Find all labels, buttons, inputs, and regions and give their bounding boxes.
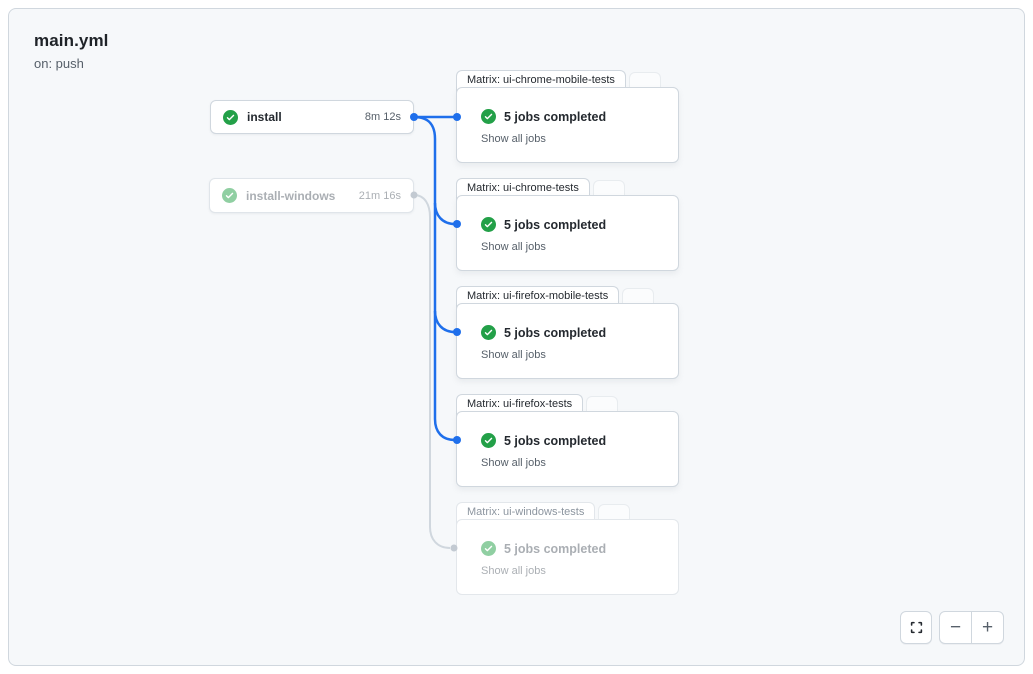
matrix-card-body: 5 jobs completed Show all jobs: [456, 195, 679, 271]
matrix-tab-row: Matrix: ui-chrome-tests: [456, 178, 679, 200]
check-circle-icon: [481, 217, 496, 232]
matrix-tab-row: Matrix: ui-firefox-tests: [456, 394, 679, 416]
matrix-group-ui-chrome-tests[interactable]: Matrix: ui-chrome-tests 5 jobs completed…: [456, 178, 679, 271]
matrix-stack-ghost: [628, 72, 661, 90]
matrix-tab-row: Matrix: ui-firefox-mobile-tests: [456, 286, 679, 308]
matrix-tab-row: Matrix: ui-chrome-mobile-tests: [456, 70, 679, 92]
check-circle-icon: [223, 109, 238, 125]
matrix-group-ui-firefox-tests[interactable]: Matrix: ui-firefox-tests 5 jobs complete…: [456, 394, 679, 487]
matrix-card-body: 5 jobs completed Show all jobs: [456, 519, 679, 595]
fullscreen-button[interactable]: [900, 611, 932, 644]
job-node-install[interactable]: install 8m 12s: [210, 100, 414, 134]
matrix-tab-label: Matrix: ui-chrome-tests: [456, 178, 590, 200]
jobs-completed-text: 5 jobs completed: [504, 433, 607, 448]
show-all-jobs-link[interactable]: Show all jobs: [481, 241, 546, 253]
screen-full-icon: [909, 620, 924, 635]
job-duration: 8m 12s: [364, 111, 401, 123]
matrix-card-body: 5 jobs completed Show all jobs: [456, 411, 679, 487]
matrix-tab-label: Matrix: ui-windows-tests: [456, 502, 596, 524]
check-circle-icon: [481, 541, 496, 556]
matrix-stack-ghost: [586, 396, 619, 414]
check-circle-icon: [481, 325, 496, 340]
job-name: install: [247, 110, 282, 124]
jobs-completed-text: 5 jobs completed: [504, 109, 607, 124]
matrix-group-ui-windows-tests[interactable]: Matrix: ui-windows-tests 5 jobs complete…: [456, 502, 679, 595]
matrix-tab-label: Matrix: ui-firefox-mobile-tests: [456, 286, 620, 308]
jobs-completed-text: 5 jobs completed: [504, 217, 607, 232]
zoom-out-button[interactable]: −: [940, 612, 972, 643]
matrix-group-ui-chrome-mobile-tests[interactable]: Matrix: ui-chrome-mobile-tests 5 jobs co…: [456, 70, 679, 163]
show-all-jobs-link[interactable]: Show all jobs: [481, 457, 546, 469]
workflow-file-name: main.yml: [34, 31, 109, 50]
job-node-install-windows[interactable]: install-windows 21m 16s: [209, 178, 414, 213]
zoom-control-group: − +: [939, 611, 1004, 644]
show-all-jobs-link[interactable]: Show all jobs: [481, 349, 546, 361]
matrix-stack-ghost: [592, 180, 625, 198]
check-circle-icon: [481, 109, 496, 124]
workflow-header: main.yml on: push: [34, 31, 109, 71]
matrix-tab-row: Matrix: ui-windows-tests: [456, 502, 679, 524]
job-name: install-windows: [246, 188, 336, 203]
show-all-jobs-link[interactable]: Show all jobs: [481, 565, 546, 577]
matrix-card-body: 5 jobs completed Show all jobs: [456, 303, 679, 379]
matrix-stack-ghost: [598, 504, 631, 522]
show-all-jobs-link[interactable]: Show all jobs: [481, 133, 546, 145]
workflow-trigger: on: push: [34, 56, 84, 71]
jobs-completed-text: 5 jobs completed: [504, 325, 607, 340]
matrix-stack-ghost: [622, 288, 655, 306]
check-circle-icon: [222, 188, 237, 203]
matrix-card-body: 5 jobs completed Show all jobs: [456, 87, 679, 163]
workflow-graph-canvas[interactable]: main.yml on: push install 8m 12s install…: [8, 8, 1025, 666]
matrix-tab-label: Matrix: ui-chrome-mobile-tests: [456, 70, 626, 92]
job-node-content: install-windows 21m 16s: [222, 188, 401, 203]
job-duration: 21m 16s: [358, 189, 401, 202]
zoom-in-button[interactable]: +: [981, 616, 994, 638]
jobs-completed-text: 5 jobs completed: [504, 541, 607, 556]
matrix-group-ui-firefox-mobile-tests[interactable]: Matrix: ui-firefox-mobile-tests 5 jobs c…: [456, 286, 679, 379]
check-circle-icon: [481, 433, 496, 448]
matrix-tab-label: Matrix: ui-firefox-tests: [456, 394, 584, 416]
